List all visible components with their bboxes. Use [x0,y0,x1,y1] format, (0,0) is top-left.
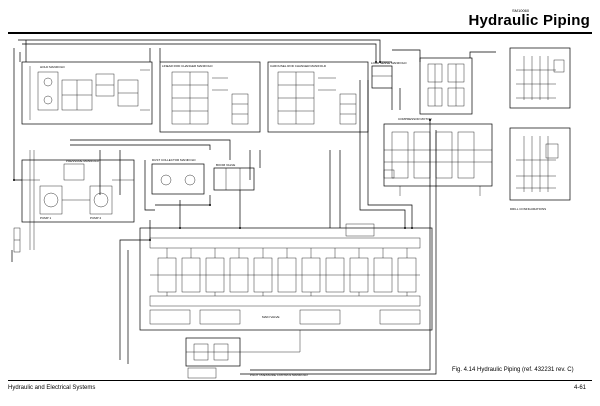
drill-config-label: DRILL CONFIGURATIONS [510,207,546,211]
title-rule [8,32,592,34]
pump-left-label: PUMP 1 [40,216,51,220]
top-right-valve-cluster [419,57,473,115]
carousel-rod-changer-manifold: CAROUSEL ROD CHANGER MANIFOLD [267,61,369,133]
pump-right-label: PUMP 2 [90,216,101,220]
left-manifold: HOLD MANIFOLD [21,61,153,125]
main-valve-bank: MAIN VALVE [139,223,433,331]
figure-caption: Fig. 4.14 Hydraulic Piping (ref. 432231 … [452,367,574,373]
document-code: SM10060 [512,8,530,13]
load-sense-label: LOAD SENSE MANIFOLD [371,61,407,65]
pump-assembly: PRESSURE MANIFOLD PUMP 1 PUMP 2 [13,159,135,253]
left-manifold-label: HOLD MANIFOLD [40,65,66,69]
footer-section: Hydraulic and Electrical Systems [8,385,96,391]
boom-valve-label: BOOM VALVE [216,163,235,167]
outer-piping [11,39,496,375]
compressor-label: COMPRESSOR MOTOR [398,117,432,121]
pipe-fittings [13,61,431,241]
pilot-pressure-manifold: PILOT PRESSURE CONTROL MANIFOLD [185,330,309,379]
linear-rod-changer-manifold: LINEAR ROD CHANGER MANIFOLD [159,61,261,133]
page-title: Hydraulic Piping [468,12,590,29]
dust-collector-manifold: DUST COLLECTOR MANIFOLD BOOM VALVE [151,158,255,195]
drill-configurations: DRILL CONFIGURATIONS [509,47,571,211]
pressure-manifold-label: PRESSURE MANIFOLD [66,159,100,163]
dust-collector-label: DUST COLLECTOR MANIFOLD [152,158,196,162]
pilot-manifold-label: PILOT PRESSURE CONTROL MANIFOLD [250,373,309,377]
compressor-motor: COMPRESSOR MOTOR [383,117,493,196]
footer-page-number: 4-61 [573,385,586,391]
footer-rule [8,380,592,381]
linear-manifold-label: LINEAR ROD CHANGER MANIFOLD [162,64,213,68]
carousel-manifold-label: CAROUSEL ROD CHANGER MANIFOLD [270,64,327,68]
main-valve-label: MAIN VALVE [262,315,280,319]
load-sense-manifold: LOAD SENSE MANIFOLD [371,61,407,89]
